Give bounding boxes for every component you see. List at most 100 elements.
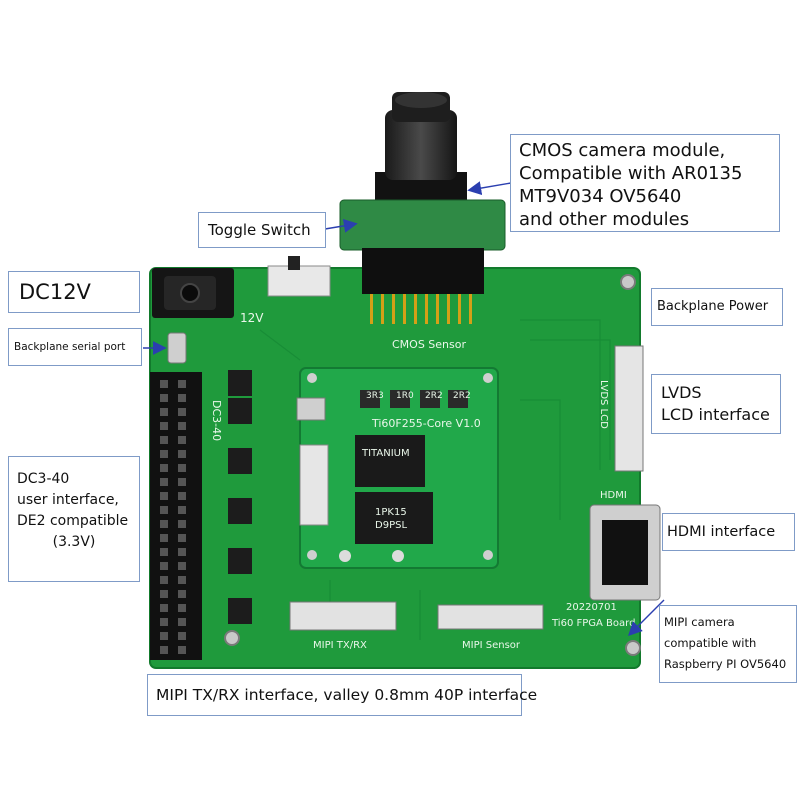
callout-lvds: LVDS LCD interface <box>651 374 781 434</box>
callout-dc340-line-1: DC3-40 <box>17 471 70 487</box>
dc3-40-header <box>150 372 202 660</box>
toggle-switch <box>267 256 331 297</box>
callout-serial-text: Backplane serial port <box>14 341 126 353</box>
header-pin <box>178 632 186 640</box>
header-pin <box>160 478 168 486</box>
header-pin <box>178 646 186 654</box>
header-pin <box>178 436 186 444</box>
callout-mipicam-line-1: MIPI camera <box>664 615 735 629</box>
silk-ind-3r3: 3R3 <box>366 391 384 401</box>
header-pin <box>178 506 186 514</box>
silk-date: 20220701 <box>566 602 617 613</box>
camera-header-pin <box>392 294 395 324</box>
silk-hdmi: HDMI <box>600 490 627 501</box>
silk-lvds-lcd: LVDS LCD <box>598 380 609 429</box>
header-pin <box>178 450 186 458</box>
silk-ind-1r0: 1R0 <box>396 391 414 401</box>
header-pin <box>178 422 186 430</box>
camera-header-pin <box>469 294 472 324</box>
header-pin <box>160 632 168 640</box>
ic-chip <box>228 498 252 524</box>
header-pin <box>178 380 186 388</box>
callout-dc12v: DC12V <box>8 271 140 313</box>
camera-header-pin <box>403 294 406 324</box>
callout-toggle-switch: Toggle Switch <box>198 212 326 248</box>
callout-serial-port: Backplane serial port <box>8 328 142 366</box>
camera-header-pin <box>370 294 373 324</box>
mipi-txrx-connector <box>289 601 397 631</box>
callout-mipi-txrx: MIPI TX/RX interface, valley 0.8mm 40P i… <box>147 674 537 716</box>
dc-jack <box>152 268 234 318</box>
header-pin <box>178 492 186 500</box>
ic-chip <box>228 398 252 424</box>
core-board <box>296 367 499 569</box>
header-pin <box>160 436 168 444</box>
callout-dc340-line-3: DE2 compatible <box>17 513 129 529</box>
header-pin <box>160 450 168 458</box>
silk-mipi-sensor: MIPI Sensor <box>462 640 521 651</box>
header-pin <box>160 408 168 416</box>
header-pin <box>160 422 168 430</box>
header-pin <box>160 464 168 472</box>
silk-mipi-txrx: MIPI TX/RX <box>313 640 367 651</box>
usb-serial-port <box>167 332 187 364</box>
level-shifter-chips <box>228 370 252 624</box>
camera-module <box>339 92 506 324</box>
header-pin <box>178 520 186 528</box>
ic-chip <box>228 548 252 574</box>
header-pin <box>160 548 168 556</box>
callout-mipitxrx-text: MIPI TX/RX interface, valley 0.8mm 40P i… <box>156 686 538 704</box>
header-pin <box>178 576 186 584</box>
camera-header-pin <box>447 294 450 324</box>
header-pin <box>160 646 168 654</box>
callout-dc12v-text: DC12V <box>19 280 91 304</box>
ic-chip <box>228 598 252 624</box>
callout-dc340-line-2: user interface, <box>17 492 119 508</box>
silk-dc3-40: DC3-40 <box>210 400 223 441</box>
header-pin <box>178 604 186 612</box>
ic-chip <box>228 370 252 396</box>
silk-cmos-sensor: CMOS Sensor <box>392 338 466 351</box>
callout-backplane-power: Backplane Power <box>651 288 783 326</box>
callout-lvds-line-2: LCD interface <box>661 405 770 424</box>
header-pin <box>160 380 168 388</box>
silk-chip-part: 1PK15 <box>375 507 407 518</box>
callout-hdmi-text: HDMI interface <box>667 524 776 540</box>
header-pin <box>160 506 168 514</box>
header-pin <box>160 562 168 570</box>
silk-ind-2r2b: 2R2 <box>453 391 471 401</box>
header-pin <box>178 590 186 598</box>
header-pin <box>178 618 186 626</box>
ic-chip <box>228 448 252 474</box>
silk-core-name: Ti60F255-Core V1.0 <box>371 417 481 430</box>
silk-board-name: Ti60 FPGA Board <box>551 618 635 629</box>
callout-camera-line-4: and other modules <box>519 209 690 230</box>
lvds-connector <box>614 345 644 472</box>
header-pin <box>178 478 186 486</box>
camera-header-pin <box>381 294 384 324</box>
callout-camera-module: CMOS camera module, Compatible with AR01… <box>510 134 780 232</box>
silk-chip-brand: TITANIUM <box>361 448 410 459</box>
callout-mipicam-line-2: compatible with <box>664 636 757 650</box>
pointer-arrows <box>143 181 665 636</box>
callout-mipicam-line-3: Raspberry PI OV5640 <box>664 657 787 671</box>
callout-lvds-line-1: LVDS <box>661 383 702 402</box>
header-pin <box>160 520 168 528</box>
silk-ind-2r2a: 2R2 <box>425 391 443 401</box>
header-pin <box>178 408 186 416</box>
header-pin <box>160 394 168 402</box>
callout-power-text: Backplane Power <box>657 299 769 314</box>
callout-camera-line-3: MT9V034 OV5640 <box>519 186 682 207</box>
header-pin <box>160 604 168 612</box>
callout-camera-line-2: Compatible with AR0135 <box>519 163 743 184</box>
camera-header-pin <box>425 294 428 324</box>
camera-header-pin <box>436 294 439 324</box>
header-pin <box>178 562 186 570</box>
callout-mipi-camera: MIPI camera compatible with Raspberry PI… <box>659 605 797 683</box>
silk-chip-code: D9PSL <box>375 520 407 531</box>
camera-header-pin <box>414 294 417 324</box>
header-pin <box>178 464 186 472</box>
pcb-traces <box>259 319 611 640</box>
